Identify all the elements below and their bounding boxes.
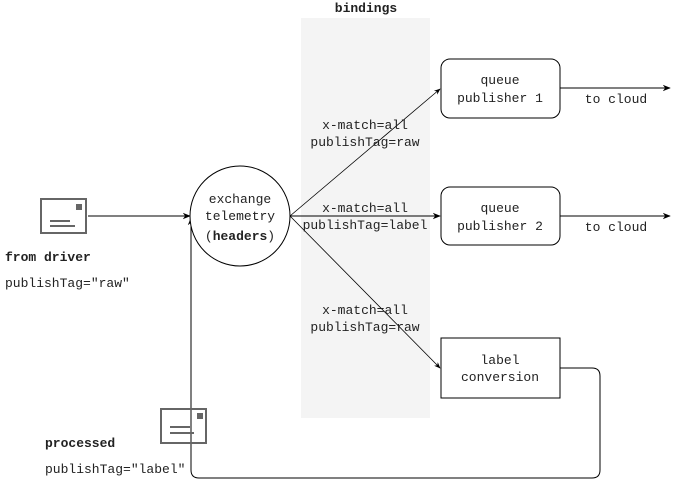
binding-label-1: x-match=all publishTag=raw bbox=[310, 118, 419, 150]
svg-text:publishTag=raw: publishTag=raw bbox=[310, 135, 419, 150]
exchange-line1: exchange bbox=[209, 192, 271, 207]
queue-publisher-2[interactable]: queue publisher 2 bbox=[440, 186, 561, 246]
svg-text:x-match=all: x-match=all bbox=[322, 118, 408, 133]
label-conversion-node[interactable]: label conversion bbox=[440, 337, 561, 399]
exchange-line2: telemetry bbox=[205, 209, 275, 224]
svg-text:publishTag=label: publishTag=label bbox=[303, 218, 428, 233]
svg-text:queue: queue bbox=[480, 73, 519, 88]
svg-text:queue: queue bbox=[480, 201, 519, 216]
source-tag: publishTag="raw" bbox=[5, 276, 130, 291]
exchange-type: (headers) bbox=[205, 229, 275, 244]
processed-title: processed bbox=[45, 436, 115, 451]
exchange-node[interactable]: exchange telemetry (headers) bbox=[189, 165, 291, 267]
svg-text:label: label bbox=[480, 353, 519, 368]
svg-text:conversion: conversion bbox=[461, 370, 539, 385]
svg-text:publisher 1: publisher 1 bbox=[457, 91, 543, 106]
processed-tag: publishTag="label" bbox=[45, 462, 185, 477]
processed-envelope-icon bbox=[160, 408, 207, 444]
binding-label-2: x-match=all publishTag=label bbox=[303, 201, 428, 233]
bindings-title: bindings bbox=[335, 1, 398, 16]
svg-text:x-match=all: x-match=all bbox=[322, 303, 408, 318]
source-envelope-icon bbox=[40, 198, 87, 234]
svg-text:publisher 2: publisher 2 bbox=[457, 219, 543, 234]
edge-conversion-to-exchange bbox=[187, 217, 601, 479]
queue1-output-label: to cloud bbox=[585, 92, 647, 107]
svg-text:publishTag=raw: publishTag=raw bbox=[310, 320, 419, 335]
svg-text:x-match=all: x-match=all bbox=[322, 201, 408, 216]
queue2-output-label: to cloud bbox=[585, 220, 647, 235]
source-title: from driver bbox=[5, 250, 91, 265]
binding-label-3: x-match=all publishTag=raw bbox=[310, 303, 419, 335]
edge-exchange-to-queue1 bbox=[289, 88, 441, 217]
bindings-zone bbox=[301, 18, 430, 418]
queue-publisher-1[interactable]: queue publisher 1 bbox=[440, 58, 561, 119]
edge-exchange-to-conversion bbox=[289, 215, 441, 369]
